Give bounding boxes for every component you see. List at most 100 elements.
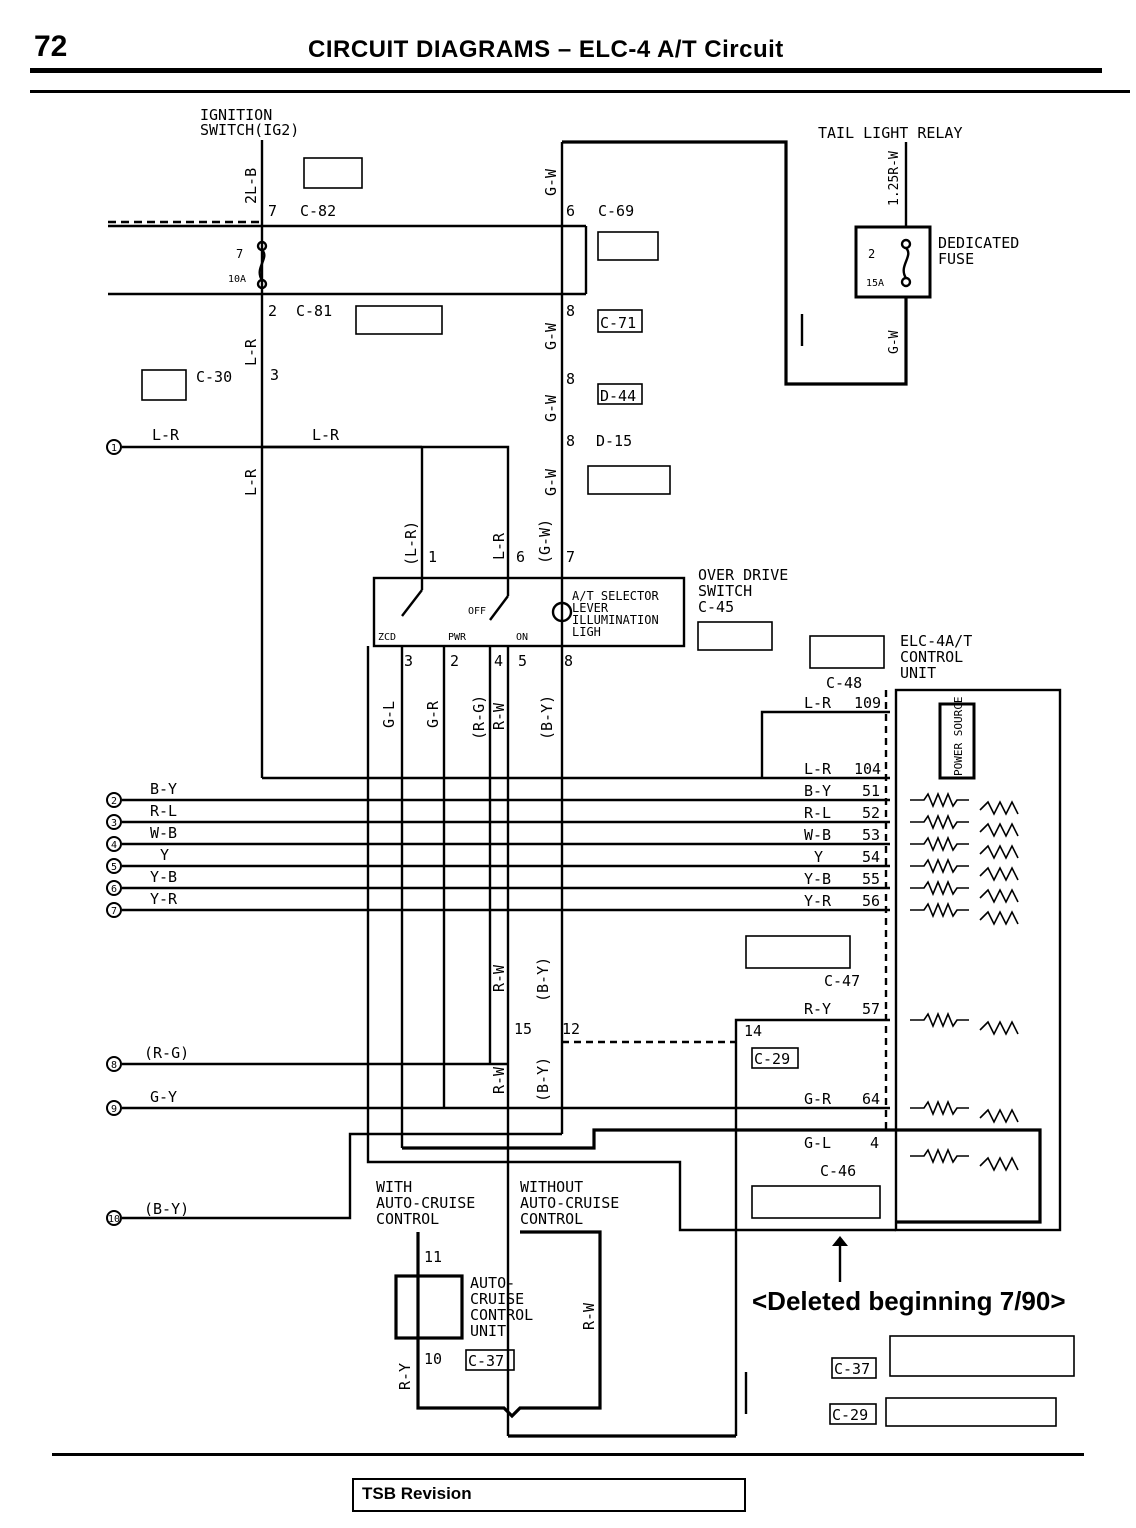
c45-label: C-45 (698, 598, 734, 616)
c82-label: C-82 (300, 202, 336, 220)
wire-lr-label-1: L-R (242, 338, 260, 366)
header-rule (30, 68, 1102, 73)
c45-connector-icon (697, 621, 773, 651)
c69-connector-icon (597, 231, 659, 261)
dedicated-fuse-box (854, 225, 932, 299)
lr-switch-wire (262, 445, 510, 596)
d15-label: D-15 (596, 432, 632, 450)
pin-6-c45: 6 (516, 548, 525, 566)
d44-connector-icon (597, 383, 643, 405)
fuse-7-number: 7 (236, 247, 243, 261)
pin-15: 15 (514, 1020, 532, 1038)
fuse-7-element (258, 249, 266, 281)
with-cruise-label-2: AUTO-CRUISE (376, 1194, 475, 1212)
wire-lr-h-1: L-R (152, 426, 180, 444)
terminal-2-number: 2 (111, 796, 117, 807)
wire-rw-label-4: R-W (580, 1302, 598, 1330)
wire-gw-label-4: G-W (542, 394, 560, 422)
wire-2lb-label: 2L-B (242, 168, 260, 204)
with-cruise-label-1: WITH (376, 1178, 412, 1196)
fuse-2-rating: 15A (866, 278, 884, 289)
connector-icons (141, 157, 1075, 1427)
wire-gw-label-3: G-W (542, 322, 560, 350)
terminal-9-circle (106, 1100, 122, 1116)
fuse-2-terminal-top (900, 238, 912, 250)
dedicated-fuse-label-2: FUSE (938, 250, 974, 268)
wire-ry-label-1: R-Y (396, 1363, 414, 1390)
ignition-label-1: IGNITION (200, 106, 272, 124)
resistor-54 (910, 857, 1019, 882)
wire-byp-left: (B-Y) (144, 1200, 189, 1218)
c81-label: C-81 (296, 302, 332, 320)
deleted-note: <Deleted beginning 7/90> (752, 1286, 1066, 1316)
footer-rule (52, 1453, 1084, 1456)
wire-lr-104: L-R (804, 760, 832, 778)
wire-lines (108, 140, 1062, 1438)
pin-12: 12 (562, 1020, 580, 1038)
illumination-bulb (551, 601, 573, 623)
pin-56: 56 (862, 892, 880, 910)
resistor-56 (910, 901, 1019, 926)
c29-label: C-29 (754, 1050, 790, 1068)
c71-label: C-71 (600, 314, 636, 332)
wire-rw-label-2: R-W (490, 964, 508, 992)
dedicated-fuse-label-1: DEDICATED (938, 234, 1019, 252)
terminal-6-number: 6 (111, 884, 117, 895)
off-label: OFF (468, 606, 486, 617)
wire-yr-right: Y-R (804, 892, 832, 910)
terminal-4-number: 4 (111, 840, 117, 851)
pin-104: 104 (854, 760, 881, 778)
c30-label: C-30 (196, 368, 232, 386)
pin-6-c69: 6 (566, 202, 575, 220)
pin-54: 54 (862, 848, 880, 866)
ry-57-wire (734, 1018, 890, 1436)
at-selector-label-4: LIGH (572, 625, 601, 639)
elc-label-2: CONTROL (900, 648, 963, 666)
terminal-4-circle (106, 836, 122, 852)
wire-gr-label: G-R (424, 700, 442, 728)
pin-4-c46: 4 (870, 1134, 879, 1152)
wire-byp-label-3: (B-Y) (534, 1057, 552, 1102)
wire-lr-label-3: L-R (490, 532, 508, 560)
zcd-wire (366, 646, 896, 1232)
c46-label: C-46 (820, 1162, 856, 1180)
wire-by-right: B-Y (804, 782, 831, 800)
wire-gw-label-1: G-W (542, 168, 560, 196)
lr-109-wire (760, 710, 890, 778)
elc-control-unit-box (894, 688, 1062, 1232)
tsb-revision-label: TSB Revision (362, 1484, 472, 1503)
c81-connector-icon (355, 305, 443, 335)
terminal-3-number: 3 (111, 818, 117, 829)
c69-label: C-69 (598, 202, 634, 220)
terminal-1-circle (106, 439, 122, 455)
tail-light-relay-label: TAIL LIGHT RELAY (818, 124, 963, 142)
resistor-55 (910, 879, 1019, 904)
pin-8-d44: 8 (566, 370, 575, 388)
acu-label-3: CONTROL (470, 1306, 533, 1324)
resistor-4 (910, 1147, 1019, 1172)
c37-small-icon (465, 1349, 515, 1371)
wire-gl-right: G-L (804, 1134, 831, 1152)
pin-51: 51 (862, 782, 880, 800)
auto-cruise-loop (416, 1230, 602, 1419)
header-rule-secondary (30, 90, 1130, 93)
diagram-text: IGNITION SWITCH(IG2) TAIL LIGHT RELAY DE… (144, 106, 1019, 1424)
pwr-label: PWR (448, 632, 467, 643)
resistor-symbols (910, 791, 1019, 1172)
wire-gw-label-5: G-W (542, 468, 560, 496)
c37-connector-icon (889, 1335, 1075, 1377)
c37-ref-label: C-37 (834, 1360, 870, 1378)
pin-5-c45: 5 (518, 652, 527, 670)
wire-wb-left: W-B (150, 824, 177, 842)
ignition-connector-icon (303, 157, 363, 189)
terminal-1-number: 1 (111, 443, 117, 454)
c47-connector-icon (745, 935, 851, 969)
wire-gy-left: G-Y (150, 1088, 177, 1106)
pin-7-c45: 7 (566, 548, 575, 566)
wire-lr-109: L-R (804, 694, 832, 712)
deleted-note-arrowhead (832, 1236, 848, 1246)
resistor-53 (910, 835, 1019, 860)
